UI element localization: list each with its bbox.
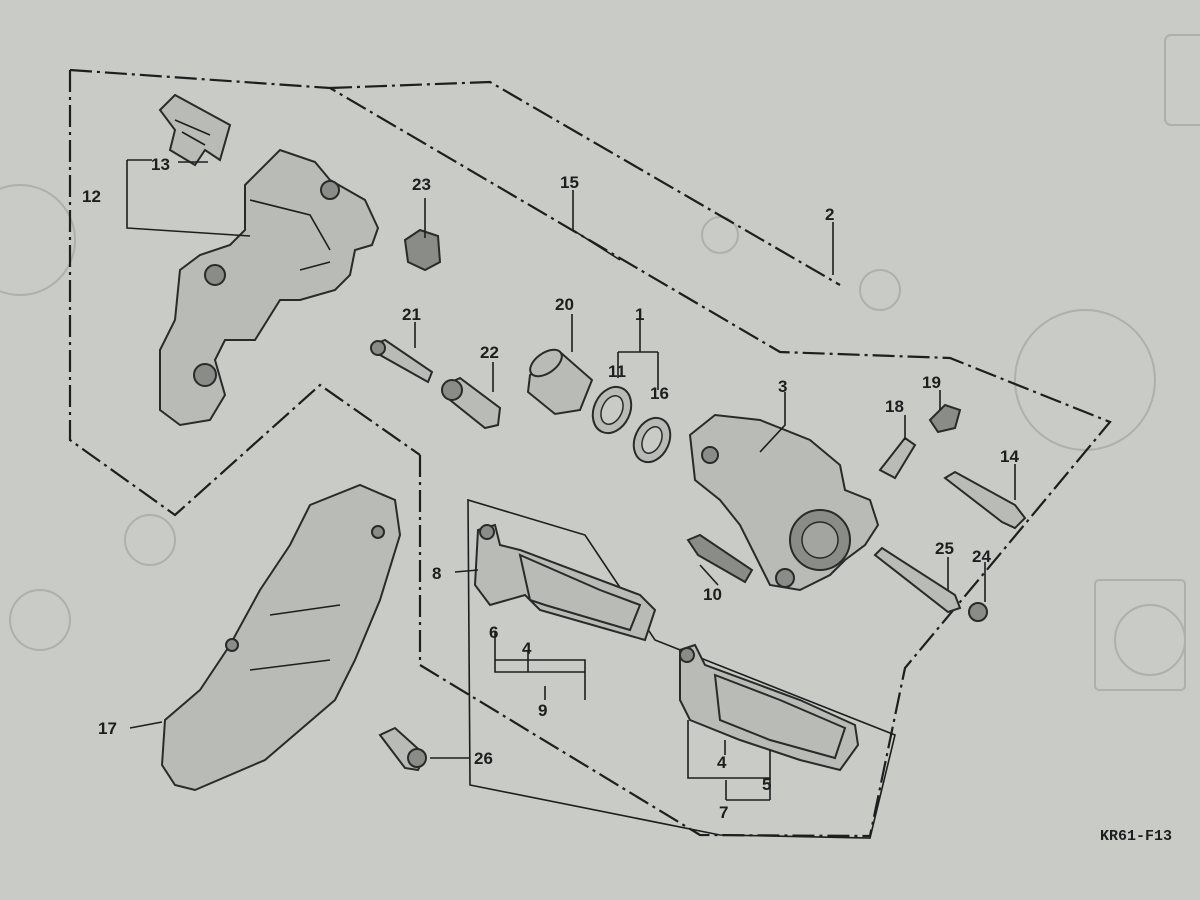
callout-13: 13 bbox=[151, 155, 170, 174]
boot-part bbox=[403, 228, 442, 272]
callout-6: 6 bbox=[489, 623, 498, 642]
callout-labels: 13 12 23 15 2 21 20 1 22 11 16 3 18 19 1… bbox=[82, 155, 1172, 845]
callout-19: 19 bbox=[922, 373, 941, 392]
callout-20: 20 bbox=[555, 295, 574, 314]
callout-8: 8 bbox=[432, 564, 441, 583]
callout-1: 1 bbox=[635, 305, 644, 324]
callout-5: 5 bbox=[762, 775, 771, 794]
callout-12: 12 bbox=[82, 187, 101, 206]
callout-25: 25 bbox=[935, 539, 954, 558]
callout-17: 17 bbox=[98, 719, 117, 738]
upper-pad-set-part bbox=[473, 523, 657, 642]
lower-pad-set-part bbox=[679, 643, 860, 772]
piston-seal-part bbox=[591, 385, 633, 435]
background-ghost bbox=[0, 34, 1200, 691]
long-bolt-part bbox=[943, 470, 1027, 530]
clip-part bbox=[158, 93, 232, 167]
callout-16: 16 bbox=[650, 384, 669, 403]
callout-23: 23 bbox=[412, 175, 431, 194]
callout-14: 14 bbox=[1000, 447, 1019, 466]
piston-part bbox=[526, 348, 594, 416]
pin-plug-part bbox=[968, 602, 988, 622]
caliper-body-part bbox=[688, 413, 880, 592]
callout-24: 24 bbox=[972, 547, 991, 566]
pad-spring-part bbox=[686, 533, 754, 584]
callout-18: 18 bbox=[885, 397, 904, 416]
callout-4-upper: 4 bbox=[522, 639, 532, 658]
caliper-bracket-part bbox=[159, 148, 380, 427]
pin-bolt-part bbox=[441, 376, 502, 430]
pad-pin-part bbox=[873, 546, 962, 614]
bleed-cap-part bbox=[928, 403, 962, 434]
callout-26: 26 bbox=[474, 749, 493, 768]
caliper-guard-part bbox=[160, 483, 402, 792]
callout-21: 21 bbox=[402, 305, 421, 324]
callout-11: 11 bbox=[608, 362, 626, 381]
callout-22: 22 bbox=[480, 343, 499, 362]
bleed-valve-part bbox=[878, 436, 917, 480]
guard-bolt-part bbox=[378, 726, 427, 772]
callout-3: 3 bbox=[778, 377, 787, 396]
pin-part bbox=[370, 338, 434, 384]
callout-9: 9 bbox=[538, 701, 547, 720]
assembly-boundary bbox=[68, 68, 1112, 839]
callout-4-lower: 4 bbox=[717, 753, 727, 772]
figure-code: KR61-F13 bbox=[1100, 828, 1172, 845]
dust-seal-part bbox=[632, 416, 672, 464]
leader-lines bbox=[126, 159, 1016, 801]
callout-7: 7 bbox=[719, 803, 728, 822]
callout-10: 10 bbox=[703, 585, 722, 604]
callout-15: 15 bbox=[560, 173, 579, 192]
callout-2: 2 bbox=[825, 205, 834, 224]
